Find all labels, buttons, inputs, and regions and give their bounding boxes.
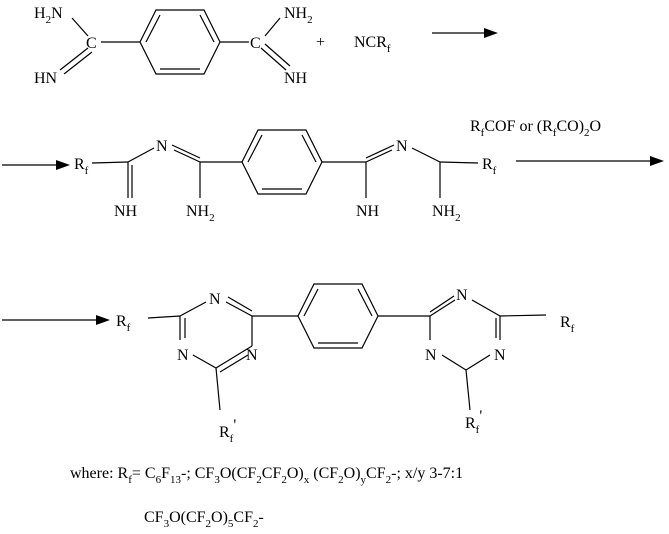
reaction-arrow-2 bbox=[2, 160, 70, 170]
rf-label: Rf bbox=[482, 156, 497, 177]
reaction-arrow-3 bbox=[516, 156, 664, 166]
rf-label: Rf' bbox=[465, 408, 482, 436]
bond bbox=[91, 161, 129, 164]
rf-label: Rf' bbox=[219, 417, 236, 445]
rf-label: Rf bbox=[560, 314, 575, 335]
aromatic-bond bbox=[145, 14, 161, 43]
atom-label: N bbox=[456, 287, 468, 304]
reaction-arrow-4 bbox=[2, 315, 110, 325]
benzene-ring bbox=[241, 129, 323, 195]
bond bbox=[171, 144, 201, 159]
bis-triazine-product: Rf N N N Rf' N N N Rf Rf' bbox=[116, 283, 575, 445]
bond bbox=[59, 47, 89, 71]
triazine-ring-right bbox=[378, 295, 547, 411]
bond bbox=[173, 149, 201, 163]
nitrile-reagent: NCRf bbox=[354, 34, 391, 55]
rf-definition-line-2: CF3O(CF2O)5CF2- bbox=[144, 509, 264, 530]
atom-label: N bbox=[156, 138, 168, 155]
atom-label: NH2 bbox=[432, 203, 461, 224]
bond bbox=[365, 144, 395, 159]
aromatic-bond bbox=[357, 288, 373, 317]
acylating-reagent: RfCOF or (RfCO)2O bbox=[470, 118, 601, 139]
atom-label: N bbox=[396, 138, 408, 155]
bis-amidine-intermediate: Rf N NH NH2 N NH NH2 Rf bbox=[74, 129, 497, 224]
aromatic-bond bbox=[199, 14, 215, 43]
atom-label: N bbox=[425, 347, 437, 364]
atom-label: HN bbox=[34, 70, 58, 87]
bond bbox=[264, 17, 281, 37]
benzene-ring bbox=[139, 9, 221, 75]
reaction-arrow-1 bbox=[432, 28, 498, 38]
bis-amidine-reactant: H2N C HN C NH2 NH bbox=[34, 5, 313, 87]
bond bbox=[71, 17, 89, 37]
atom-label: NH2 bbox=[284, 5, 313, 26]
aromatic-bond bbox=[303, 288, 319, 317]
atom-label: N bbox=[246, 347, 258, 364]
rf-label: Rf bbox=[116, 313, 131, 334]
plus-sign: + bbox=[316, 34, 325, 51]
atom-label: NH2 bbox=[186, 203, 215, 224]
rf-definition-line-1: where: Rf= C6F13-; CF3O(CF2CF2O)x (CF2O)… bbox=[70, 465, 463, 486]
aromatic-bond bbox=[301, 134, 317, 163]
bond bbox=[264, 43, 291, 67]
bond bbox=[127, 147, 155, 163]
atom-label: H2N bbox=[34, 5, 63, 26]
aromatic-bond bbox=[247, 134, 263, 163]
rf-label: Rf bbox=[74, 156, 89, 177]
bond bbox=[63, 51, 93, 75]
triazine-ring-left bbox=[147, 296, 298, 411]
atom-label: C bbox=[86, 35, 97, 52]
bond bbox=[260, 47, 287, 71]
bond bbox=[439, 161, 479, 164]
atom-label: NH bbox=[114, 203, 138, 220]
atom-label: N bbox=[494, 347, 506, 364]
atom-label: N bbox=[209, 291, 221, 308]
bond bbox=[365, 149, 393, 163]
atom-label: C bbox=[250, 35, 261, 52]
bond bbox=[411, 147, 441, 163]
benzene-ring bbox=[297, 283, 379, 349]
atom-label: NH bbox=[356, 203, 380, 220]
atom-label: N bbox=[177, 347, 189, 364]
atom-label: NH bbox=[284, 70, 308, 87]
